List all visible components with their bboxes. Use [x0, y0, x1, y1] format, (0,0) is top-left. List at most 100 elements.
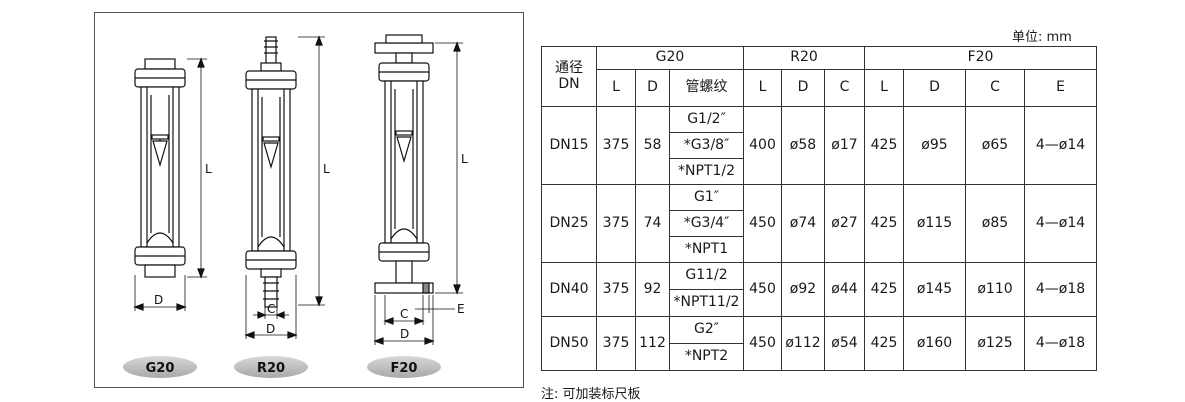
cell-f-c: ø65: [965, 106, 1025, 185]
header-row-groups: 通径 DN G20 R20 F20: [541, 46, 1097, 107]
cell-r-c: ø27: [824, 184, 865, 263]
cell-f-c: ø85: [965, 184, 1025, 263]
cell-g-l: 375: [596, 262, 636, 317]
group-r20: R20: [743, 46, 865, 70]
r20-dim-c: C: [267, 302, 275, 316]
footnote: 注: 可加装标尺板: [541, 387, 641, 402]
cell-dn: DN15: [541, 106, 597, 185]
cell-f-l: 425: [864, 184, 904, 263]
cell-f-c: ø125: [965, 316, 1025, 371]
group-g20: G20: [596, 46, 744, 70]
r20-dim-d: D: [266, 322, 275, 336]
cell-g-d: 58: [635, 106, 670, 185]
cell-r-d: ø58: [781, 106, 825, 185]
cell-f-l: 425: [864, 316, 904, 371]
cell-thread: G11/2: [669, 262, 744, 290]
cell-r-l: 450: [743, 316, 782, 371]
cell-r-l: 400: [743, 106, 782, 185]
f20-dim-d: D: [400, 327, 409, 341]
cell-f-c: ø110: [965, 262, 1025, 317]
cell-r-d: ø92: [781, 262, 825, 317]
cell-thread: *G3/8″: [669, 132, 744, 159]
cell-thread: *NPT11/2: [669, 289, 744, 317]
col-r20-l: L: [743, 69, 782, 107]
f20-dim-l: L: [461, 152, 468, 166]
cell-thread: G1″: [669, 184, 744, 211]
col-f20-c: C: [965, 69, 1025, 107]
col-g20-d: D: [635, 69, 670, 107]
col-r20-d: D: [781, 69, 825, 107]
r20-flowmeter: [244, 35, 325, 339]
col-f20-d: D: [903, 69, 966, 107]
g20-flowmeter: [133, 57, 207, 311]
unit-label: 单位: mm: [1012, 30, 1072, 45]
dn-header: 通径 DN: [541, 46, 597, 107]
header-row-cols: L D 管螺纹 L D C L D C E: [542, 69, 1097, 107]
g20-label: G20: [146, 361, 175, 376]
cell-f-e: 4—ø14: [1024, 184, 1097, 263]
cell-dn: DN40: [541, 262, 597, 317]
cell-f-e: 4—ø18: [1024, 262, 1097, 317]
r20-label-ellipse: [234, 356, 308, 378]
cell-f-e: 4—ø18: [1024, 316, 1097, 371]
cell-r-c: ø17: [824, 106, 865, 185]
cell-r-l: 450: [743, 262, 782, 317]
cell-f-d: ø145: [903, 262, 966, 317]
table-row: *NPT2: [542, 343, 1097, 371]
table-row: *NPT1: [542, 236, 1097, 263]
r20-dim-l: L: [323, 162, 330, 176]
table-row: *NPT1/2: [542, 158, 1097, 185]
cell-r-c: ø44: [824, 262, 865, 317]
dn-header-line1: 通径: [555, 60, 583, 77]
f20-flowmeter: [373, 34, 463, 345]
group-f20: F20: [864, 46, 1097, 70]
cell-g-l: 375: [596, 184, 636, 263]
col-r20-c: C: [824, 69, 865, 107]
cell-thread: *NPT2: [669, 343, 744, 371]
col-f20-e: E: [1024, 69, 1097, 107]
table-row: DN40 375 92 G11/2 450 ø92 ø44 425 ø145 ø…: [541, 262, 1097, 317]
cell-f-l: 425: [864, 262, 904, 317]
table-row: DN25 375 74 G1″ 450 ø74 ø27 425 ø115 ø85…: [541, 184, 1097, 263]
r20-label: R20: [257, 361, 285, 376]
cell-dn: DN50: [541, 316, 597, 371]
cell-thread: *G3/4″: [669, 210, 744, 237]
f20-label: F20: [391, 361, 418, 376]
table-row: DN50 375 112 G2″ 450 ø112 ø54 425 ø160 ø…: [541, 316, 1097, 371]
flowmeter-drawings: L D: [123, 34, 468, 378]
cell-g-d: 112: [635, 316, 670, 371]
table-row: *G3/4″: [542, 210, 1097, 237]
cell-r-d: ø112: [781, 316, 825, 371]
g20-dim-l: L: [205, 162, 212, 176]
f20-dim-c: C: [400, 307, 408, 321]
cell-thread: *NPT1/2: [669, 158, 744, 185]
flowmeter-figure: L D: [94, 12, 524, 388]
g20-dim-d: D: [154, 293, 163, 307]
cell-r-d: ø74: [781, 184, 825, 263]
cell-f-e: 4—ø14: [1024, 106, 1097, 185]
cell-f-d: ø95: [903, 106, 966, 185]
cell-g-l: 375: [596, 106, 636, 185]
cell-thread: G1/2″: [669, 106, 744, 133]
cell-thread: G2″: [669, 316, 744, 344]
spec-table: 通径 DN G20 R20 F20 L D 管螺纹 L D C L D C E …: [541, 46, 1097, 371]
cell-thread: *NPT1: [669, 236, 744, 263]
col-g20-l: L: [596, 69, 636, 107]
cell-f-l: 425: [864, 106, 904, 185]
f20-dim-e: E: [457, 302, 465, 316]
g20-label-ellipse: [123, 356, 197, 378]
dn-header-line2: DN: [558, 75, 580, 92]
col-f20-l: L: [864, 69, 904, 107]
table-row: *NPT11/2: [542, 289, 1097, 317]
cell-f-d: ø160: [903, 316, 966, 371]
cell-g-l: 375: [596, 316, 636, 371]
cell-f-d: ø115: [903, 184, 966, 263]
col-g20-thread: 管螺纹: [669, 69, 744, 107]
table-row: DN15 375 58 G1/2″ 400 ø58 ø17 425 ø95 ø6…: [541, 106, 1097, 185]
cell-r-c: ø54: [824, 316, 865, 371]
f20-label-ellipse: [367, 356, 441, 378]
cell-r-l: 450: [743, 184, 782, 263]
cell-g-d: 92: [635, 262, 670, 317]
cell-g-d: 74: [635, 184, 670, 263]
cell-dn: DN25: [541, 184, 597, 263]
